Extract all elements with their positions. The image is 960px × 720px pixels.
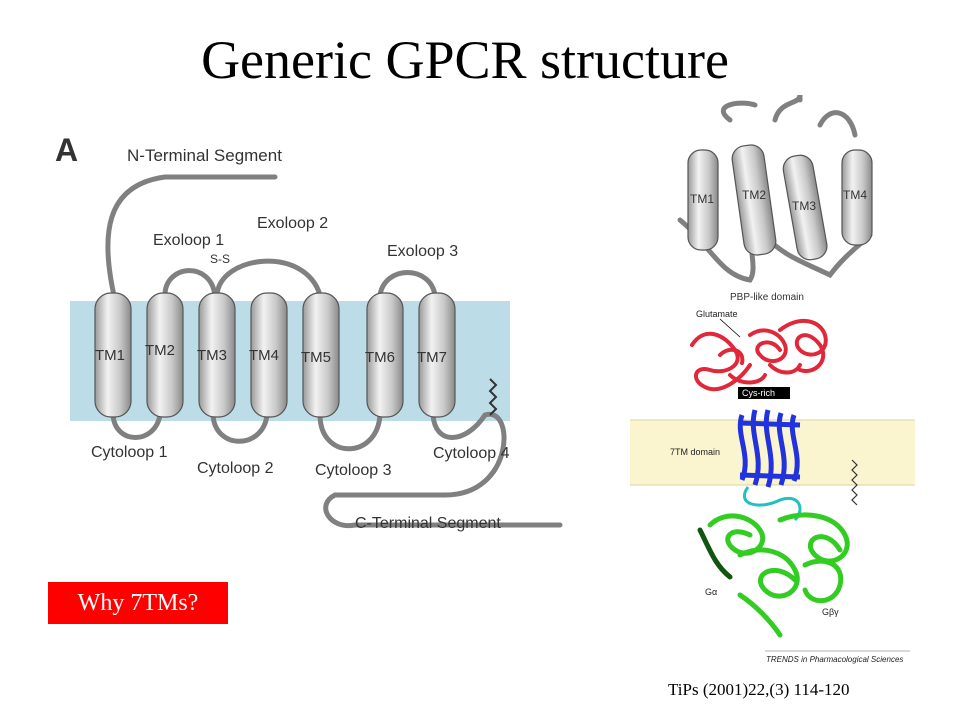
citation-text: TiPs (2001)22,(3) 114-120 [668, 680, 850, 699]
slide-title: Generic GPCR structure [201, 30, 729, 90]
exoloop-1-label: Exoloop 1 [153, 232, 224, 249]
pbp-like-domain-figure: TM1 TM2 TM3 TM4 PBP-like domain [677, 95, 873, 303]
membrane-zigzag [851, 459, 858, 506]
exoloop-2-chain [214, 258, 323, 298]
pbp-helix-tm1 [687, 149, 719, 251]
pbp-helix-tm4 [841, 149, 873, 246]
n-terminal-label: N-Terminal Segment [127, 146, 282, 165]
pbp-helix-label: TM3 [792, 199, 816, 213]
pbp-helix-label: TM2 [742, 188, 766, 202]
c-terminal-label: C-Terminal Segment [355, 515, 501, 532]
helix-label: TM4 [249, 347, 279, 364]
cytoloop-4-chain [323, 411, 563, 529]
g-beta-gamma-label: Gβγ [822, 607, 839, 617]
cytoloop-3-chain [317, 412, 383, 452]
trends-footer: TRENDS in Pharmacological Sciences [766, 655, 903, 664]
helix-tm6 [366, 292, 404, 418]
cytoloop-2-label: Cytoloop 2 [197, 460, 274, 477]
disulfide-label: S-S [210, 252, 230, 266]
helix-tm7 [418, 292, 456, 418]
helix-tm2 [146, 292, 184, 418]
pbp-ribbon [690, 319, 828, 392]
cytoloop-4-label: Cytoloop 4 [433, 445, 510, 462]
exoloop-1-chain [162, 268, 218, 298]
panel-letter: A [55, 132, 78, 168]
pbp-helix-tm3 [782, 154, 828, 261]
g-protein-ribbon [707, 512, 850, 638]
exoloop-2-label: Exoloop 2 [257, 215, 328, 232]
pbp-helix-tm2 [731, 144, 777, 256]
helix-label: TM5 [301, 349, 331, 366]
helix-label: TM3 [197, 347, 227, 364]
helix-label: TM7 [417, 349, 447, 366]
cytoloop-1-label: Cytoloop 1 [91, 444, 168, 461]
g-protein-dark-helix [697, 527, 733, 580]
helix-label: TM6 [365, 349, 395, 366]
helix-tm4 [250, 292, 288, 418]
pbp-helix-label: TM1 [690, 192, 714, 206]
pbp-helix-label: TM4 [843, 188, 867, 202]
exoloop-3-label: Exoloop 3 [387, 243, 458, 260]
cys-rich-label: Cys-rich [742, 388, 775, 398]
tm-bundle-ribbon [737, 409, 801, 488]
helix-tm5 [302, 292, 340, 418]
helix-tm3 [198, 292, 236, 418]
pbp-domain-caption: PBP-like domain [730, 292, 804, 303]
gpcr-topology-diagram: A N-Terminal Segment TM1 TM2 TM3 TM4 TM5… [55, 132, 563, 532]
mglur-structure-figure: Glutamate Cys-rich 7TM domain Gα Gβγ TRE… [630, 309, 915, 664]
why-7tms-callout: Why 7TMs? [48, 582, 228, 624]
glutamate-label: Glutamate [696, 309, 738, 319]
exoloop-3-chain [377, 270, 438, 298]
cytoloop-3-label: Cytoloop 3 [315, 462, 392, 479]
helix-tm1 [94, 292, 132, 418]
n-terminal-chain [105, 174, 278, 303]
linker-ribbon [743, 486, 802, 522]
glutamate-pointer [719, 318, 741, 338]
tm-domain-label: 7TM domain [670, 447, 720, 457]
pbp-loop-chain [677, 95, 873, 283]
helix-cylinders [94, 292, 456, 418]
g-alpha-label: Gα [705, 587, 717, 597]
cys-rich-box [738, 387, 790, 399]
cytoloop-2-chain [210, 412, 270, 444]
palmitoyl-zigzag [488, 378, 498, 416]
helix-label: TM1 [95, 347, 125, 364]
cytoloop-1-chain [110, 412, 163, 440]
helix-label: TM2 [145, 342, 175, 359]
